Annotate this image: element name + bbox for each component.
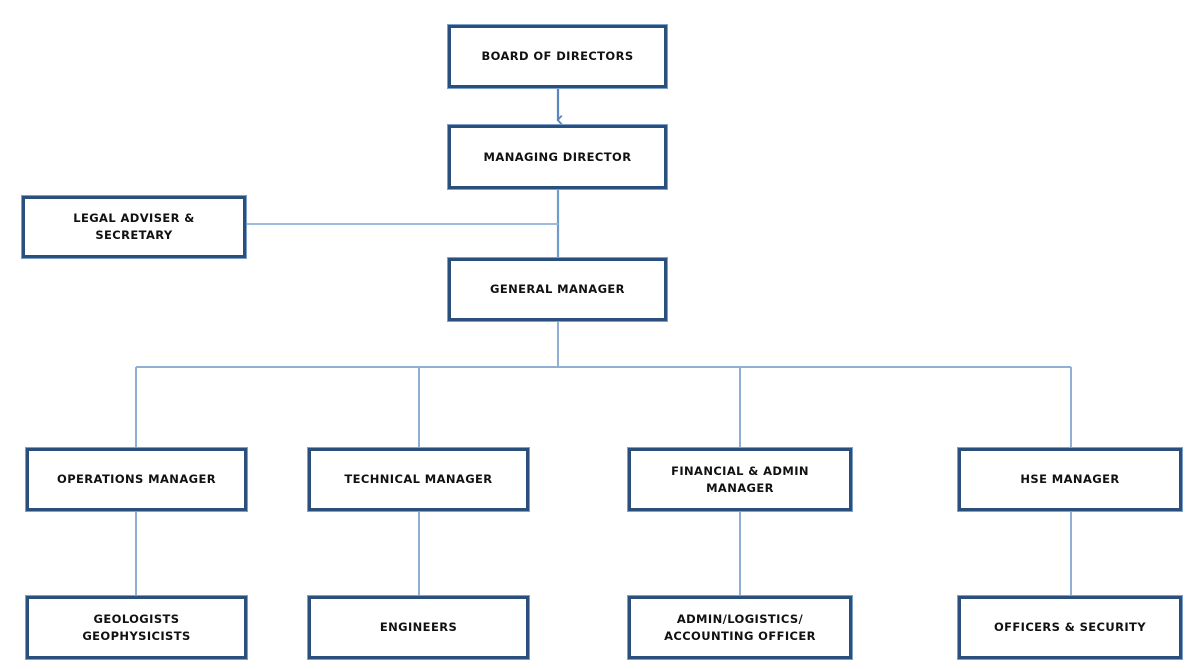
node-operations-manager[interactable]: OPERATIONS MANAGER <box>26 448 247 511</box>
node-hse-manager[interactable]: HSE MANAGER <box>958 448 1182 511</box>
node-geologists-geophysicists[interactable]: GEOLOGISTS GEOPHYSICISTS <box>26 596 247 659</box>
node-label: HSE MANAGER <box>1014 471 1125 488</box>
node-label: BOARD OF DIRECTORS <box>475 48 639 65</box>
node-label: GEOLOGISTS GEOPHYSICISTS <box>76 611 196 644</box>
node-financial-admin-manager[interactable]: FINANCIAL & ADMIN MANAGER <box>628 448 852 511</box>
node-managing-director[interactable]: MANAGING DIRECTOR <box>448 125 667 189</box>
node-admin-logistics-accounting-officer[interactable]: ADMIN/LOGISTICS/ ACCOUNTING OFFICER <box>628 596 852 659</box>
node-label: MANAGING DIRECTOR <box>478 149 638 166</box>
node-technical-manager[interactable]: TECHNICAL MANAGER <box>308 448 529 511</box>
node-label: TECHNICAL MANAGER <box>338 471 498 488</box>
node-label: GENERAL MANAGER <box>484 281 631 298</box>
node-label: FINANCIAL & ADMIN MANAGER <box>665 463 815 496</box>
node-board-of-directors[interactable]: BOARD OF DIRECTORS <box>448 25 667 88</box>
node-general-manager[interactable]: GENERAL MANAGER <box>448 258 667 321</box>
node-officers-security[interactable]: OFFICERS & SECURITY <box>958 596 1182 659</box>
node-label: OPERATIONS MANAGER <box>51 471 222 488</box>
node-legal-adviser-secretary[interactable]: LEGAL ADVISER & SECRETARY <box>22 196 246 258</box>
node-label: ENGINEERS <box>374 619 463 636</box>
node-label: OFFICERS & SECURITY <box>988 619 1152 636</box>
node-label: LEGAL ADVISER & SECRETARY <box>67 210 201 243</box>
node-label: ADMIN/LOGISTICS/ ACCOUNTING OFFICER <box>658 611 822 644</box>
node-engineers[interactable]: ENGINEERS <box>308 596 529 659</box>
